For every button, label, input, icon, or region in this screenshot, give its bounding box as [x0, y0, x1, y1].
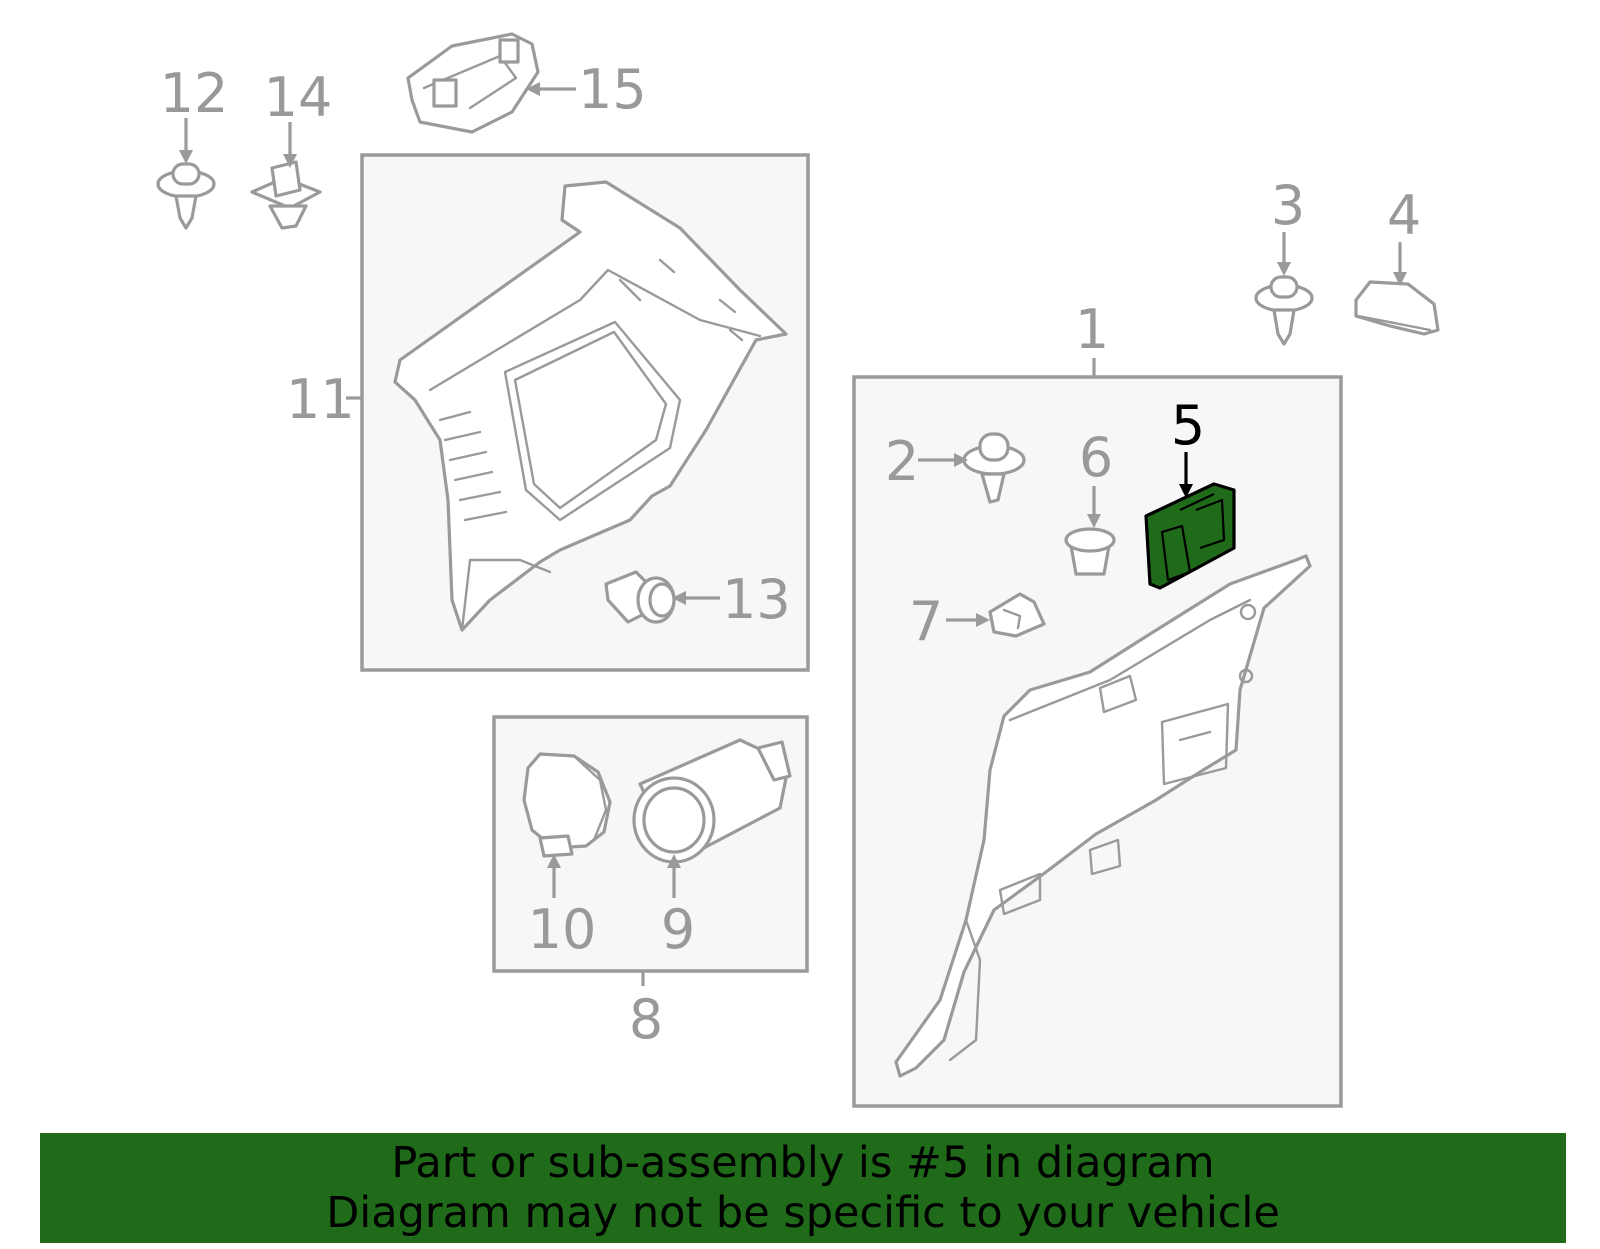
part-1-quarter-trim-panel[interactable] — [894, 554, 1312, 1078]
callout-arrow-10 — [547, 854, 561, 898]
banner-line-1: Part or sub-assembly is #5 in diagram — [391, 1138, 1215, 1188]
callout-arrow-2 — [918, 453, 968, 467]
callout-arrow-12 — [179, 118, 193, 164]
callout-arrow-6 — [1087, 486, 1101, 528]
callout-3: 3 — [1271, 174, 1305, 237]
callout-arrow-4 — [1393, 242, 1407, 286]
callout-7: 7 — [909, 590, 943, 653]
callout-14: 14 — [264, 66, 333, 129]
part-2-retainer[interactable] — [962, 432, 1026, 504]
part-15-bracket[interactable] — [406, 32, 540, 134]
callout-10: 10 — [528, 898, 597, 961]
part-4-cover[interactable] — [1354, 280, 1440, 336]
part-12-push-pin[interactable] — [156, 162, 216, 230]
callout-6: 6 — [1079, 426, 1113, 489]
part-6-grommet[interactable] — [1064, 527, 1116, 576]
banner-line-2: Diagram may not be specific to your vehi… — [326, 1188, 1280, 1238]
callout-8: 8 — [629, 988, 663, 1051]
callout-13: 13 — [722, 568, 791, 631]
callout-1: 1 — [1075, 298, 1109, 361]
part-9-power-outlet[interactable] — [632, 738, 792, 864]
part-11-quarter-trim-upper[interactable] — [393, 180, 788, 632]
callout-arrow-13 — [672, 591, 720, 605]
callout-5: 5 — [1171, 394, 1205, 457]
callout-arrow-5 — [1179, 452, 1193, 498]
callout-arrow-9 — [667, 854, 681, 898]
info-banner: Part or sub-assembly is #5 in diagram Di… — [40, 1133, 1566, 1243]
callout-2: 2 — [885, 430, 919, 493]
part-3-push-pin[interactable] — [1254, 275, 1314, 346]
callout-arrow-7 — [946, 613, 990, 627]
part-7-clip[interactable] — [988, 592, 1046, 638]
callout-4: 4 — [1387, 184, 1421, 247]
callout-11: 11 — [286, 368, 355, 431]
part-5-bracket-highlighted[interactable] — [1144, 482, 1236, 590]
part-14-clip[interactable] — [250, 160, 322, 230]
callout-arrow-15 — [526, 82, 576, 96]
callout-arrow-14 — [283, 122, 297, 168]
callout-arrow-3 — [1277, 232, 1291, 276]
part-10-cap[interactable] — [522, 752, 612, 858]
callout-15: 15 — [578, 58, 647, 121]
callout-12: 12 — [160, 62, 229, 125]
callout-9: 9 — [661, 898, 695, 961]
part-13-clip[interactable] — [604, 570, 676, 624]
